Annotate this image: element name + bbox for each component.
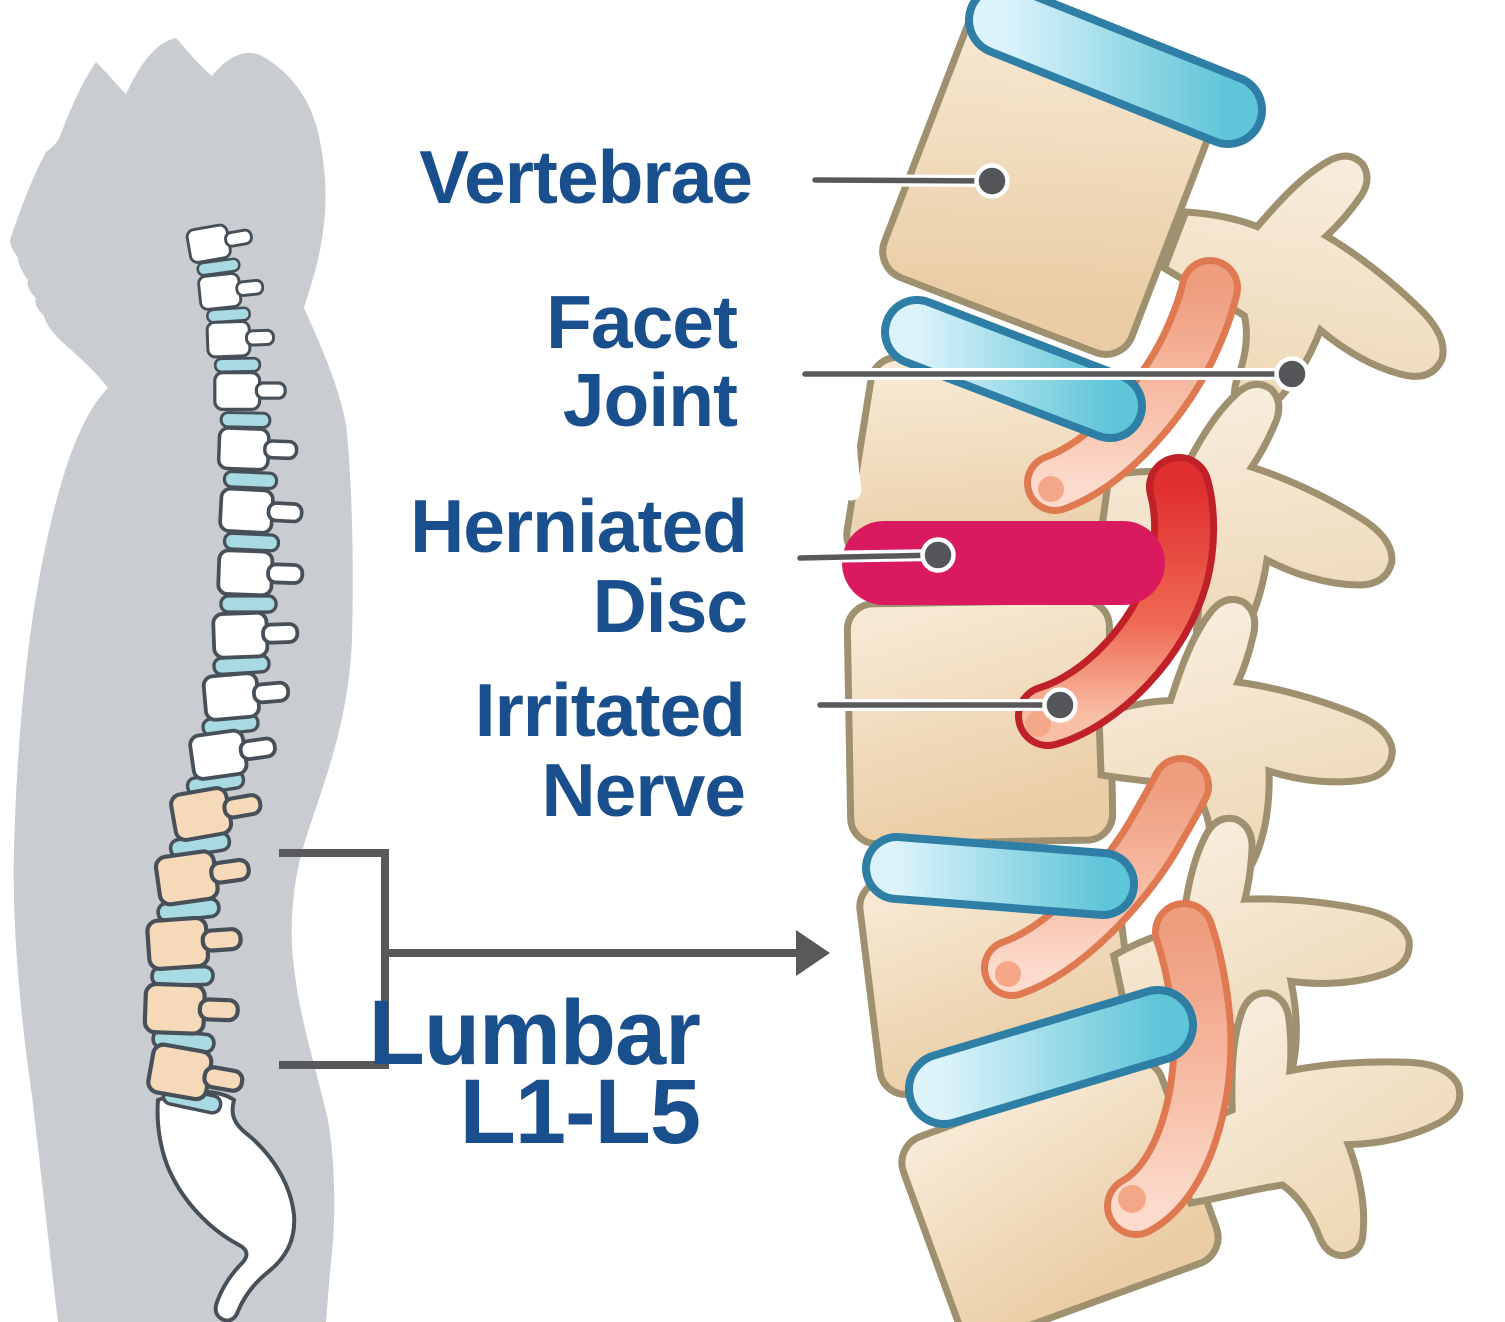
label-vertebrae: Vertebrae <box>419 135 752 219</box>
nerve-root <box>1104 900 1235 1238</box>
leader-herniated-disc <box>742 537 956 573</box>
lumbar-bracket <box>279 849 389 1069</box>
label-facet-line2: Joint <box>563 358 738 442</box>
highlight-arc <box>806 621 832 757</box>
label-irritated-line2: Nerve <box>542 748 745 832</box>
lumbar-arrow-icon <box>385 930 830 976</box>
label-herniated-line2: Disc <box>593 564 747 648</box>
label-lumbar-line1: Lumbar <box>369 982 701 1084</box>
herniated-disc-dot <box>920 537 956 573</box>
label-irritated-line1: Irritated <box>475 668 745 752</box>
label-lumbar-line2: L1-L5 <box>460 1061 700 1163</box>
label-facet-line1: Facet <box>546 280 738 364</box>
highlight-arc <box>835 327 862 501</box>
leader-irritated-nerve <box>762 687 1078 723</box>
nerve-root <box>981 755 1212 999</box>
facet-joint-dot <box>1274 356 1310 392</box>
disc <box>862 833 1138 919</box>
mini-spine <box>144 218 305 1322</box>
disc <box>965 0 1266 148</box>
label-herniated-line1: Herniated <box>410 484 747 568</box>
mini-sacrum <box>155 1089 297 1322</box>
irritated-nerve-dot <box>1042 687 1078 723</box>
leader-vertebrae <box>757 163 1010 199</box>
large-spine <box>842 0 1501 1322</box>
disc <box>905 986 1197 1128</box>
highlight-arc <box>831 869 860 1041</box>
irritated-nerve-root <box>1015 454 1218 749</box>
body-silhouette <box>10 38 353 1322</box>
leader-facet-joint <box>747 356 1310 392</box>
vertebrae-dot <box>974 163 1010 199</box>
